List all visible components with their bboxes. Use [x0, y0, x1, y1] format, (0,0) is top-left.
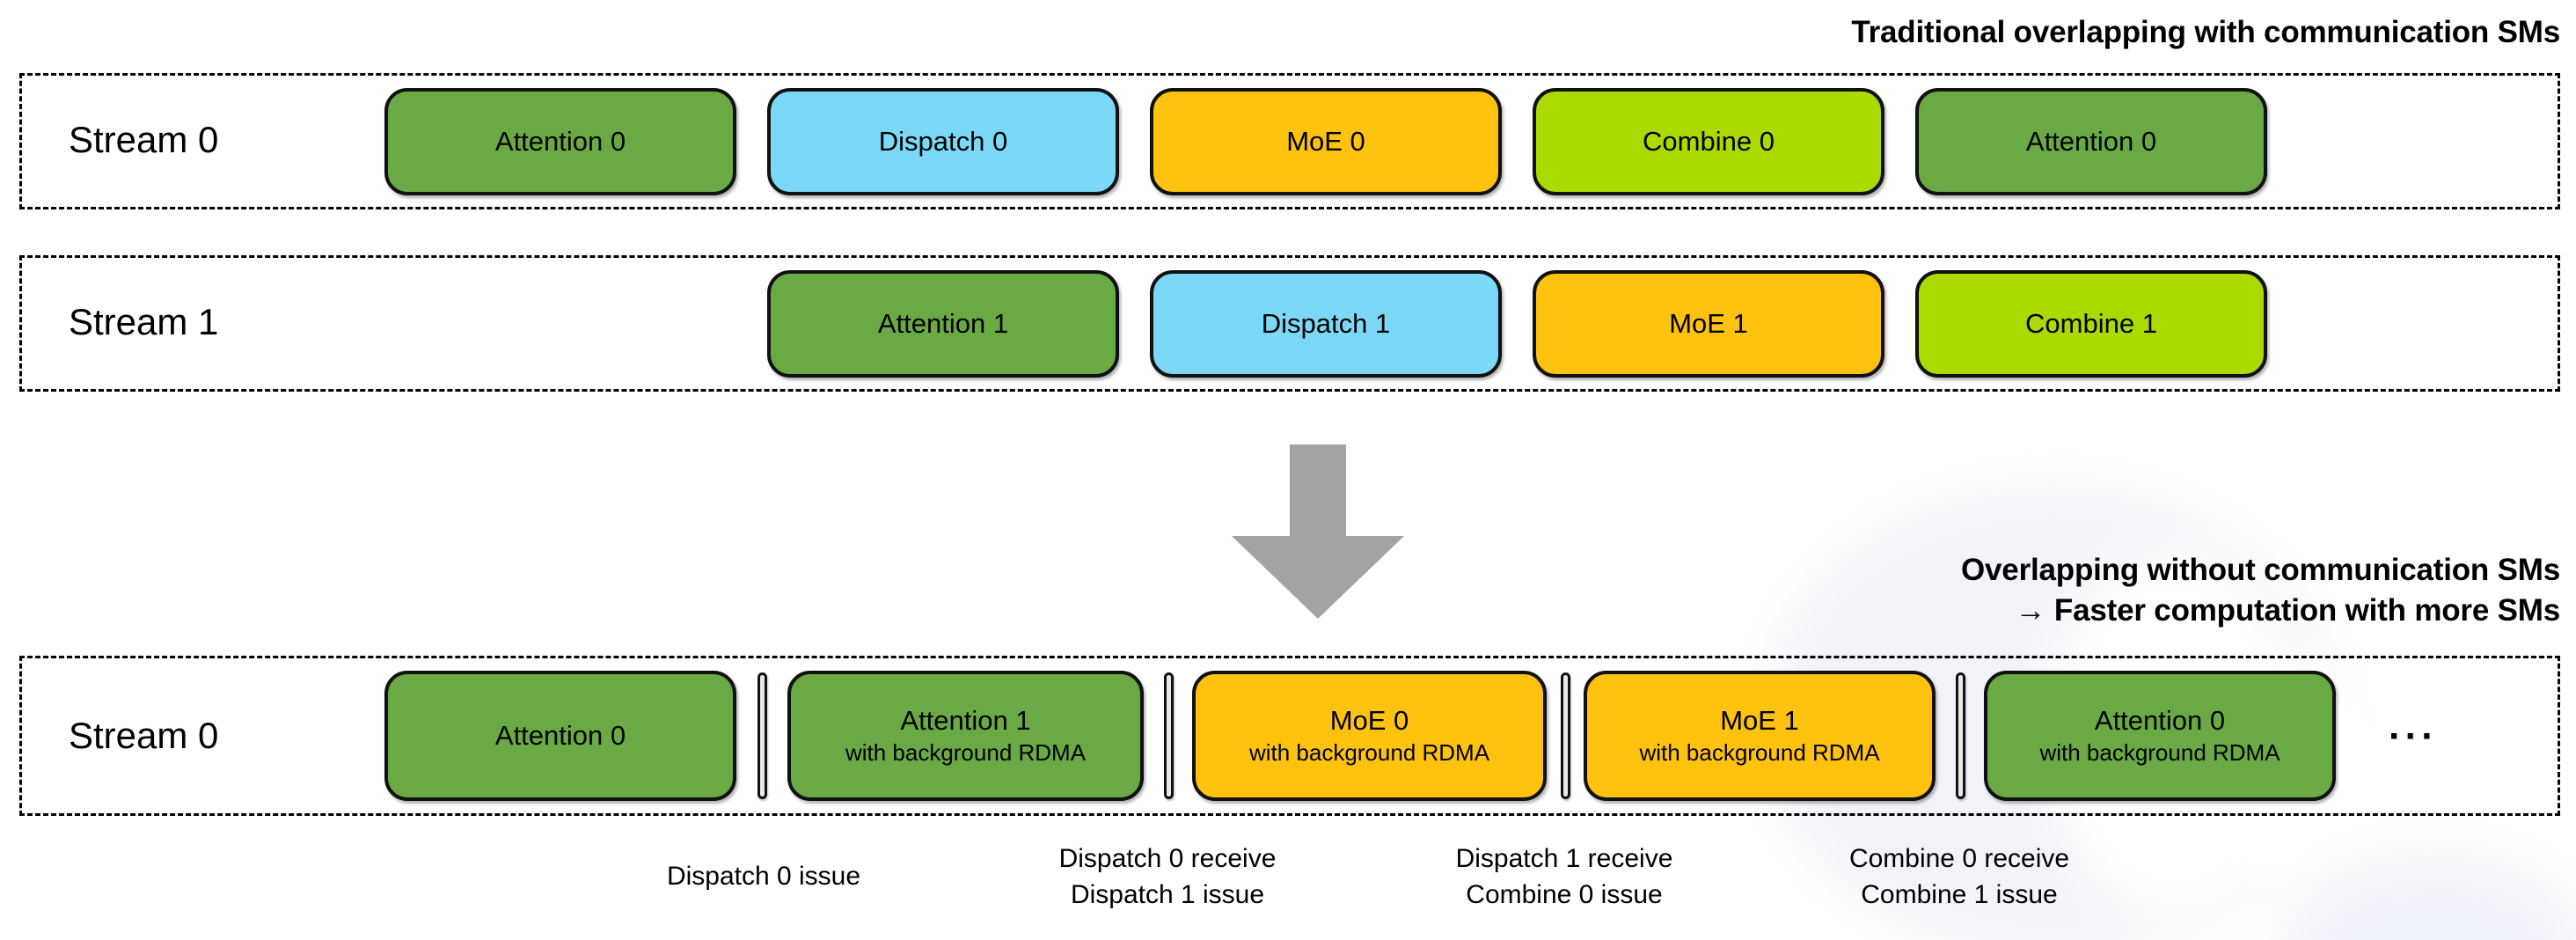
task-block-stream1-1: Dispatch 1 [1150, 270, 1502, 378]
task-title: Combine 0 [1643, 126, 1775, 158]
task-title: Attention 0 [494, 126, 626, 158]
task-title: Attention 0 [494, 720, 626, 752]
stream-1-container [19, 255, 2560, 392]
merged-stream-container [19, 656, 2560, 816]
task-block-stream0-3: Combine 0 [1533, 88, 1884, 195]
task-title: MoE 1 [1669, 308, 1748, 340]
task-block-stream0-1: Dispatch 0 [767, 88, 1119, 195]
task-title: Dispatch 0 [878, 126, 1008, 158]
task-subtitle: with background RDMA [1639, 738, 1880, 766]
task-block-stream1-0: Attention 1 [767, 270, 1119, 378]
task-block-stream1-2: MoE 1 [1533, 270, 1884, 378]
task-title: MoE 0 [1329, 705, 1409, 737]
continuation-ellipsis: ··· [2389, 715, 2438, 758]
communication-event-note-3: Combine 0 receive Combine 1 issue [1848, 844, 2070, 910]
task-title: MoE 1 [1720, 705, 1799, 737]
task-title: Dispatch 1 [1261, 308, 1391, 340]
task-title: Attention 1 [900, 705, 1031, 737]
task-title: Combine 1 [2025, 308, 2157, 340]
communication-event-note-2: Dispatch 1 receive Combine 0 issue [1455, 844, 1673, 910]
task-subtitle: with background RDMA [845, 738, 1087, 766]
task-subtitle: with background RDMA [1248, 738, 1490, 766]
task-block-stream0-0: Attention 0 [384, 88, 736, 195]
bottom-section-title: Overlapping without communication SMs → … [1961, 553, 2560, 628]
merged-task-block-0: Attention 0 [384, 671, 736, 801]
task-title: Attention 0 [2094, 705, 2226, 737]
down-arrow-icon [1232, 444, 1404, 619]
task-block-stream0-2: MoE 0 [1150, 88, 1502, 195]
task-title: Attention 1 [877, 308, 1009, 340]
stream-separator-bar-3 [1955, 672, 1965, 799]
stream-separator-bar-0 [757, 672, 767, 799]
merged-stream-label: Stream 0 [69, 715, 219, 756]
task-title: MoE 0 [1286, 126, 1365, 158]
task-block-stream1-3: Combine 1 [1915, 270, 2267, 378]
task-subtitle: with background RDMA [2039, 738, 2280, 766]
communication-event-note-0: Dispatch 0 issue [666, 862, 861, 891]
stream-0-container [19, 73, 2560, 209]
stream-separator-bar-1 [1163, 672, 1174, 799]
stream-0-label: Stream 0 [69, 119, 219, 160]
background-watermark [2287, 863, 2576, 940]
task-block-stream0-4: Attention 0 [1915, 88, 2267, 195]
communication-event-note-1: Dispatch 0 receive Dispatch 1 issue [1058, 844, 1277, 910]
task-title: Attention 0 [2025, 126, 2157, 158]
stream-separator-bar-2 [1561, 672, 1570, 799]
top-section-title: Traditional overlapping with communicati… [1851, 15, 2560, 49]
stream-1-label: Stream 1 [69, 301, 219, 342]
